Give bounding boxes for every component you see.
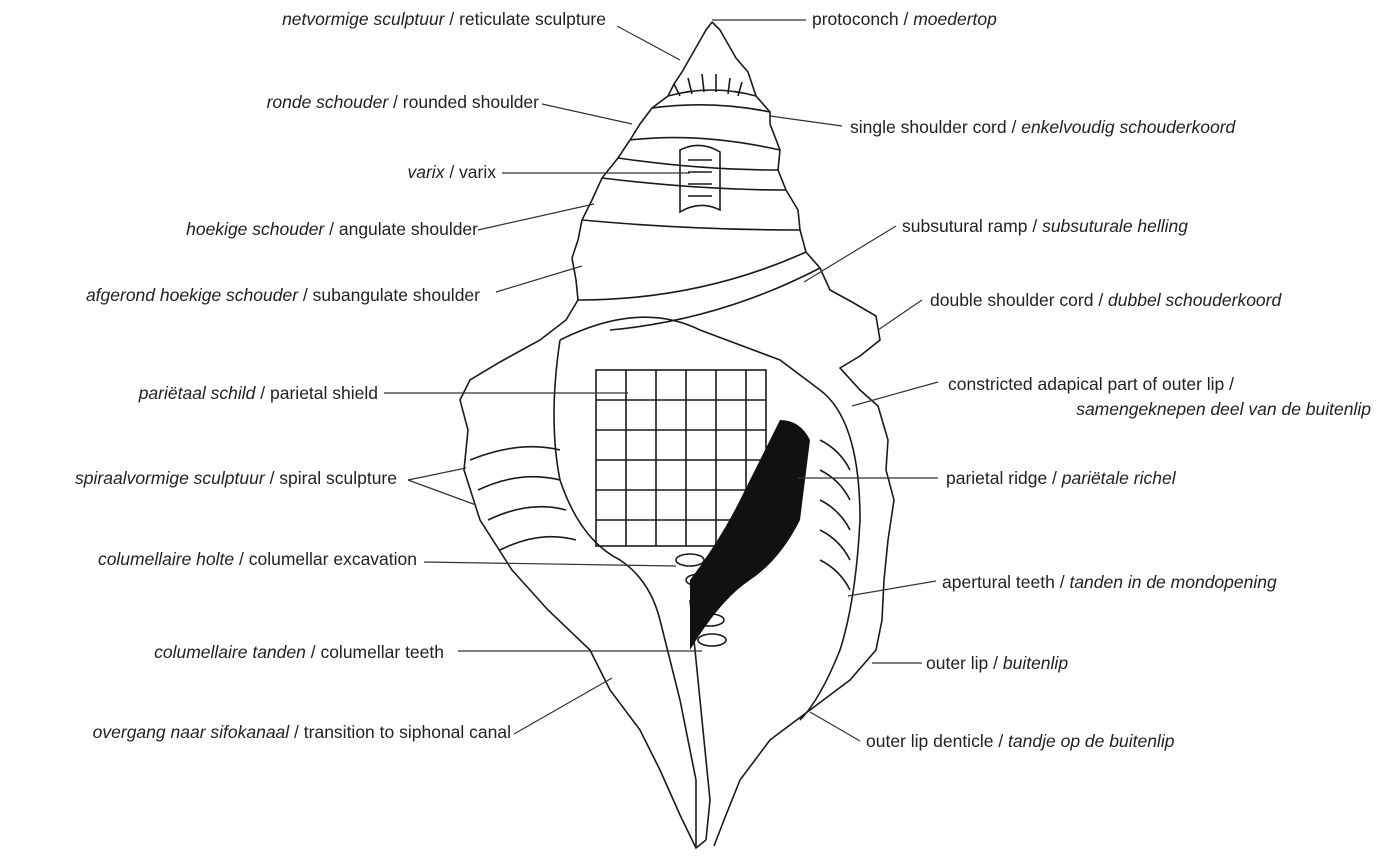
label-double-shoulder-cord: double shoulder cord / dubbel schouderko… bbox=[930, 290, 1281, 310]
label-outer-lip: outer lip / buitenlip bbox=[926, 653, 1068, 673]
label-angulate-shoulder: hoekige schouder / angulate shoulder bbox=[186, 219, 478, 239]
label-columellar-teeth: columellaire tanden / columellar teeth bbox=[154, 642, 444, 662]
shell-outline bbox=[460, 22, 894, 848]
label-subangulate-shoulder: afgerond hoekige schouder / subangulate … bbox=[86, 285, 480, 305]
label-constricted-lip-line1: constricted adapical part of outer lip / bbox=[948, 374, 1234, 394]
label-protoconch: protoconch / moedertop bbox=[812, 9, 997, 29]
label-columellar-excavation: columellaire holte / columellar excavati… bbox=[98, 549, 417, 569]
label-spiral-sculpture: spiraalvormige sculptuur / spiral sculpt… bbox=[75, 468, 397, 488]
label-apertural-teeth: apertural teeth / tanden in de mondopeni… bbox=[942, 572, 1277, 592]
aperture-interior bbox=[690, 420, 810, 650]
label-parietal-shield: pariëtaal schild / parietal shield bbox=[139, 383, 378, 403]
label-constricted-lip-line2: samengeknepen deel van de buitenlip bbox=[1076, 399, 1371, 419]
label-rounded-shoulder: ronde schouder / rounded shoulder bbox=[267, 92, 539, 112]
label-siphonal-transition: overgang naar sifokanaal / transition to… bbox=[93, 722, 511, 742]
label-varix: varix / varix bbox=[408, 162, 497, 182]
label-single-shoulder-cord: single shoulder cord / enkelvoudig schou… bbox=[850, 117, 1235, 137]
label-parietal-ridge: parietal ridge / pariëtale richel bbox=[946, 468, 1176, 488]
label-reticulate: netvormige sculptuur / reticulate sculpt… bbox=[282, 9, 606, 29]
label-outer-lip-denticle: outer lip denticle / tandje op de buiten… bbox=[866, 731, 1174, 751]
label-subsutural-ramp: subsutural ramp / subsuturale helling bbox=[902, 216, 1188, 236]
